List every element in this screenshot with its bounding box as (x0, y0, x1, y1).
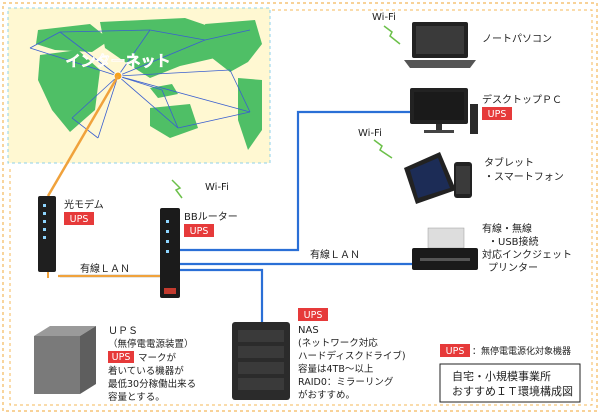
printer-label-1: 有線・無線 (482, 222, 532, 235)
printer-label-3: 対応インクジェット (482, 248, 572, 261)
internet-label: インターネット (65, 52, 170, 70)
nas (232, 322, 290, 400)
ups-badge-ups-text: UPS (112, 352, 131, 363)
modem (38, 196, 56, 272)
laptop-label: ノートパソコン (482, 33, 552, 45)
legend-ups-badge-text: UPS (446, 346, 465, 357)
wired-lan-label-left: 有線ＬＡＮ (80, 262, 130, 275)
desktop-label: デスクトップＰＣ (482, 93, 562, 106)
desktop-pc (410, 88, 478, 134)
legend-title-2: おすすめＩＴ環境構成図 (452, 384, 573, 398)
ups-badge-router (184, 224, 214, 237)
ups-badge-nas-text: UPS (304, 310, 323, 321)
ups-device (34, 326, 96, 394)
printer-label-4: プリンター (488, 262, 538, 274)
legend-badge-desc: ：無停電電源化対象機器 (472, 345, 571, 357)
ups-badge-desktop-text: UPS (488, 109, 507, 120)
nas-line-2: ハードディスクドライブ) (298, 350, 406, 362)
wired-lan-label-right: 有線ＬＡＮ (310, 248, 360, 261)
nas-line-5: がおすすめ。 (298, 389, 355, 401)
wifi-label-laptop: Wi-Fi (372, 12, 396, 23)
inner-dashed-frame (9, 9, 593, 406)
ups-line-1: （無停電電源装置） (108, 338, 194, 350)
wifi-label-tablet: Wi-Fi (358, 128, 382, 139)
ups-title: ＵＰＳ (108, 326, 138, 337)
ups-badge-ups (108, 351, 134, 363)
tablet-label-1: タブレット (484, 156, 534, 169)
wifi-signals (171, 25, 401, 199)
legend-title-box (439, 363, 581, 403)
ups-badge-modem (64, 212, 94, 225)
tablet-label-2: ・スマートフォン (484, 172, 564, 183)
ups-badge-desktop (482, 107, 512, 120)
continent-south-america (238, 78, 262, 150)
ups-badge-modem-text: UPS (70, 214, 89, 225)
ups-badge-router-text: UPS (190, 226, 209, 237)
nas-line-3: 容量は4TB～以上 (298, 363, 374, 375)
router-label: BBルーター (184, 211, 238, 223)
laptop (404, 22, 476, 68)
modem-label: 光モデム (64, 198, 104, 211)
router (160, 208, 180, 298)
legend-title-1: 自宅・小規模事業所 (452, 369, 551, 383)
printer (412, 227, 478, 270)
ups-badge-nas (298, 308, 328, 321)
legend-ups-badge (440, 344, 470, 357)
tablet-phone (404, 152, 472, 204)
ups-line-4: 最低30分稼働出来る (108, 378, 196, 390)
wifi-label-router: Wi-Fi (205, 182, 229, 193)
continent-australia (150, 104, 198, 138)
nas-line-4: RAID0：ミラーリング (298, 376, 394, 388)
continent-africa (38, 50, 100, 132)
continent-indonesia (150, 84, 178, 98)
continent-asia (100, 18, 220, 78)
fiber-link (46, 75, 120, 197)
world-map-panel: インターネット (7, 7, 271, 164)
printer-label-2: ・USB接続 (488, 235, 539, 248)
continent-north-america (205, 20, 262, 72)
nas-title: NAS (298, 325, 319, 336)
ups-line-2: マークが (138, 352, 177, 364)
ups-line-5: 容量とする。 (108, 391, 165, 403)
ups-line-3: 着いている機器が (108, 365, 184, 377)
nas-line-1: (ネットワーク対応 (298, 337, 378, 349)
